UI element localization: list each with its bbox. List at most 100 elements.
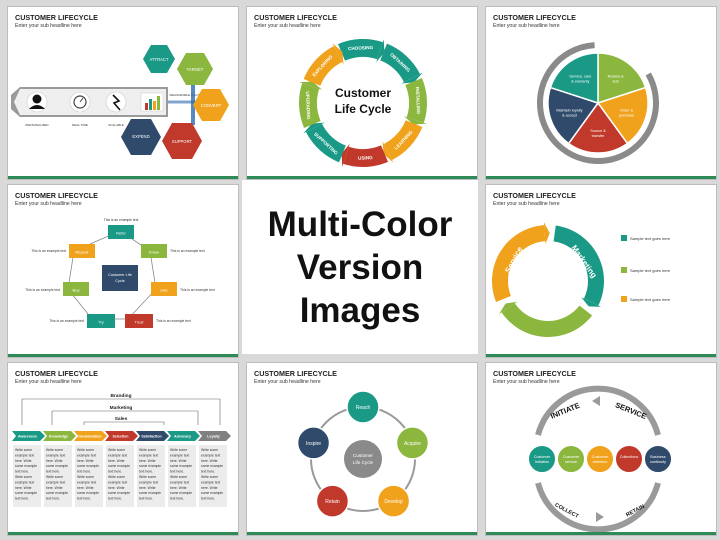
- hex-expend: [121, 119, 161, 155]
- box-refer: [108, 225, 134, 239]
- hex-target: [177, 53, 213, 85]
- svg-text:This is an example text: This is an example text: [156, 319, 191, 323]
- bubble-label-inspire: Inspire: [306, 441, 321, 447]
- bubble-develop: [376, 484, 411, 518]
- slide-title: CUSTOMER LIFECYCLE: [254, 13, 337, 22]
- slide-subtitle: Enter your sub headline here: [254, 379, 321, 385]
- svg-text:retention: retention: [593, 460, 608, 464]
- slide-thumbnail-6[interactable]: CUSTOMER LIFECYCLE Enter your sub headli…: [7, 362, 239, 536]
- slide-thumbnail-5[interactable]: CUSTOMER LIFECYCLE Enter your sub headli…: [485, 184, 717, 358]
- legend-swatch-teal: [621, 235, 627, 241]
- ring-label-using: USING: [358, 155, 373, 161]
- stage-circle-1: [528, 445, 556, 473]
- box-trust: [125, 314, 153, 328]
- svg-text:This is an example text: This is an example text: [25, 288, 60, 292]
- svg-text:some example: some example: [77, 464, 99, 468]
- slide-title: CUSTOMER LIFECYCLE: [15, 13, 98, 22]
- svg-text:here. Write: here. Write: [15, 459, 32, 463]
- svg-text:some example: some example: [46, 464, 68, 468]
- svg-text:some example: some example: [108, 464, 130, 468]
- pie-label-3: Source &: [590, 129, 606, 133]
- clock-icon: [73, 95, 87, 109]
- svg-text:some example: some example: [139, 464, 161, 468]
- svg-text:Write some: Write some: [170, 475, 187, 479]
- slide-subtitle: Enter your sub headline here: [254, 23, 321, 29]
- stage-label-consideration: Consideration: [77, 434, 101, 438]
- svg-text:example text: example text: [201, 480, 220, 484]
- pie-slice-5: [549, 52, 599, 105]
- svg-text:EXPEND: EXPEND: [132, 134, 149, 139]
- bubble-label-acquire: Acquire: [404, 441, 421, 447]
- slide-thumbnail-8[interactable]: CUSTOMER LIFECYCLE Enter your sub headli…: [485, 362, 717, 536]
- svg-text:here. Write: here. Write: [77, 486, 94, 490]
- hex-support: [162, 123, 202, 159]
- svg-text:continuity: continuity: [650, 460, 666, 464]
- svg-text:some example: some example: [170, 491, 192, 495]
- slide-thumbnail-3[interactable]: CUSTOMER LIFECYCLE Enter your sub headli…: [485, 6, 717, 180]
- svg-text:Buy: Buy: [73, 288, 80, 293]
- ring-segment-upgrading: [299, 83, 321, 129]
- legend-swatch-orange: [621, 296, 627, 302]
- stage-text-column: [44, 445, 72, 507]
- svg-text:Write some: Write some: [15, 448, 32, 452]
- slide-title: CUSTOMER LIFECYCLE: [493, 13, 576, 22]
- hex-attract: [143, 45, 175, 73]
- slide-title: CUSTOMER LIFECYCLE: [15, 191, 98, 200]
- svg-text:text here.: text here.: [201, 497, 215, 501]
- row-label-real-time: REAL TIME: [72, 123, 88, 127]
- svg-text:text here.: text here.: [170, 497, 184, 501]
- svg-text:Repeat: Repeat: [76, 250, 90, 255]
- pie-label-5: Service, care: [569, 75, 591, 79]
- svg-text:Write some: Write some: [139, 475, 156, 479]
- svg-text:Customer: Customer: [353, 453, 373, 458]
- initiate-service-diagram: INITIATE SERVICE RETAIN COLLECT Customer…: [528, 385, 672, 533]
- legend-item-2: Sample text goes here: [630, 268, 671, 273]
- center-box: [102, 265, 138, 291]
- svg-text:Refer: Refer: [116, 231, 126, 236]
- ring-segment-marketing: [553, 225, 604, 306]
- slide-subtitle: Enter your sub headline here: [15, 201, 82, 207]
- svg-text:This is an example text: This is an example text: [49, 319, 84, 323]
- pie-label-2: Order &: [620, 108, 634, 112]
- ring-segment-exploring: [303, 45, 343, 86]
- legend-swatch-green: [621, 267, 627, 273]
- svg-text:text here.: text here.: [139, 497, 153, 501]
- bolt-icon: [112, 94, 121, 111]
- multi-color-heading: Multi-Color Version Images: [242, 180, 478, 354]
- svg-text:TARGET: TARGET: [187, 67, 204, 72]
- flow-boxes-diagram: Refer Know Like Trust Try Buy Repeat Cus…: [25, 218, 215, 328]
- svg-text:This is an example text: This is an example text: [180, 288, 215, 292]
- svg-text:some example: some example: [15, 464, 37, 468]
- bar-chart-icon: [145, 103, 148, 110]
- svg-text:Write some: Write some: [77, 475, 94, 479]
- svg-text:text here.: text here.: [77, 470, 91, 474]
- svg-text:transfer: transfer: [592, 134, 606, 138]
- ring-center-title: Customer: [335, 86, 391, 100]
- svg-text:text here.: text here.: [108, 497, 122, 501]
- box-repeat: [69, 244, 95, 258]
- tier-marketing: Marketing: [110, 405, 133, 411]
- ring-label-installing: INSTALLING: [415, 87, 421, 115]
- svg-text:Write some: Write some: [77, 448, 94, 452]
- slide-thumbnail-4[interactable]: CUSTOMER LIFECYCLE Enter your sub headli…: [7, 184, 239, 358]
- pie-label-1: Review &: [608, 75, 625, 79]
- svg-text:example text: example text: [108, 453, 127, 457]
- svg-text:Write some: Write some: [201, 448, 218, 452]
- slide-thumbnail-1[interactable]: CUSTOMER LIFECYCLE Enter your sub headli…: [7, 6, 239, 180]
- slide-thumbnail-7[interactable]: CUSTOMER LIFECYCLE Enter your sub headli…: [246, 362, 478, 536]
- stage-label-advocacy: Advocacy: [174, 434, 191, 438]
- svg-text:text here.: text here.: [46, 497, 60, 501]
- svg-text:Business: Business: [650, 455, 666, 459]
- stage-arrow-loyalty: [198, 431, 231, 441]
- stage-label-awareness: Awareness: [18, 434, 37, 438]
- svg-text:some example: some example: [201, 464, 223, 468]
- svg-text:Write some: Write some: [139, 448, 156, 452]
- svg-text:Write some: Write some: [170, 448, 187, 452]
- bubble-label-reach: Reach: [356, 405, 371, 411]
- lifecycle-hexagon-diagram: PERSONALIZED REAL TIME SCALABLE MEASURAB…: [11, 45, 229, 159]
- svg-text:example text: example text: [170, 453, 189, 457]
- slide-thumbnail-2[interactable]: CUSTOMER LIFECYCLE Enter your sub headli…: [246, 6, 478, 180]
- stage-circle-2: [557, 445, 585, 473]
